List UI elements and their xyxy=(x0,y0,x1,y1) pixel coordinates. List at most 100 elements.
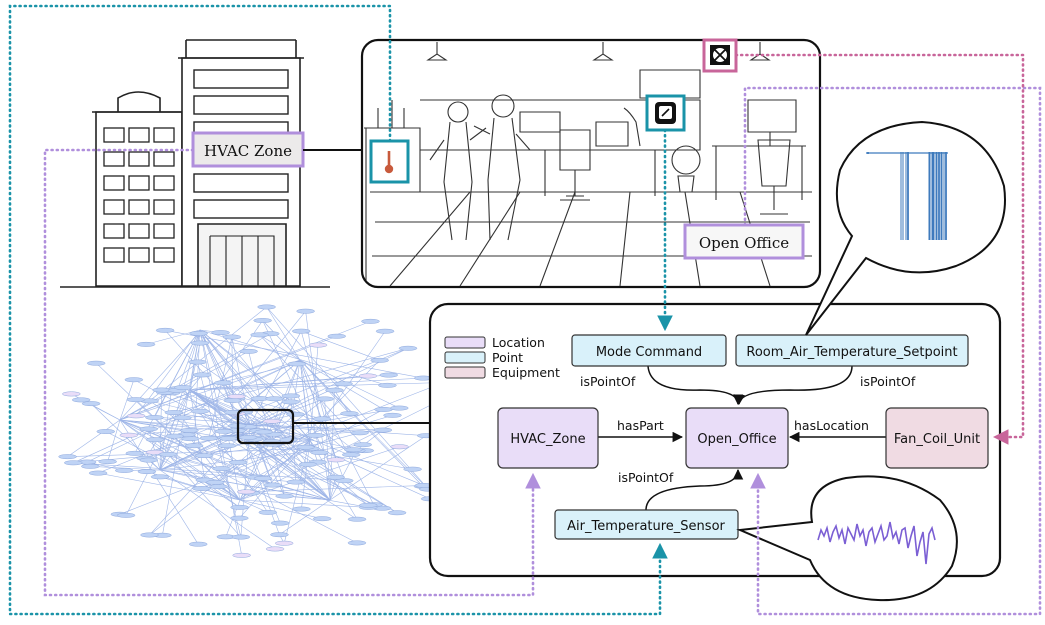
graph-node xyxy=(335,382,353,386)
thermostat-icon xyxy=(647,96,684,130)
graph-node xyxy=(190,331,208,335)
graph-node xyxy=(213,466,231,470)
graph-node xyxy=(258,305,276,309)
graph-node xyxy=(282,394,300,398)
graph-node xyxy=(254,476,272,480)
building-window xyxy=(154,128,174,142)
graph-node xyxy=(127,414,145,418)
graph-node xyxy=(309,343,327,347)
graph-node xyxy=(153,388,171,392)
edge-label-sensor-ispointof: isPointOf xyxy=(618,470,674,485)
graph-node xyxy=(126,451,144,455)
graph-node xyxy=(270,532,288,536)
graph-node xyxy=(375,407,393,411)
building-window xyxy=(104,152,124,166)
graph-node xyxy=(223,335,241,339)
edge-label-mode-ispointof: isPointOf xyxy=(580,374,636,389)
graph-node xyxy=(311,450,329,454)
graph-node xyxy=(97,429,115,433)
graph-node xyxy=(193,486,211,490)
graph-node xyxy=(81,464,99,468)
graph-node xyxy=(306,433,324,437)
graph-node xyxy=(344,447,362,451)
graph-node xyxy=(288,362,306,366)
node-mode-command: Mode Command xyxy=(572,335,726,366)
graph-node xyxy=(200,436,218,440)
graph-node xyxy=(237,490,255,494)
building-window xyxy=(154,248,174,262)
graph-node xyxy=(210,484,228,488)
graph-edge xyxy=(274,434,397,512)
graph-node xyxy=(348,517,366,521)
graph-node xyxy=(191,409,209,413)
node-setpoint: Room_Air_Temperature_Setpoint xyxy=(736,335,968,366)
node-mode-command-label: Mode Command xyxy=(596,345,702,360)
graph-node xyxy=(359,374,377,378)
graph-node xyxy=(348,541,366,545)
thermometer-icon xyxy=(371,141,408,182)
graph-node xyxy=(297,309,315,313)
building-window xyxy=(194,70,288,88)
building-window xyxy=(154,176,174,190)
building-window xyxy=(129,224,149,238)
graph-node xyxy=(390,406,408,410)
graph-node xyxy=(64,461,82,465)
graph-node xyxy=(378,383,396,387)
graph-edge xyxy=(200,330,233,400)
graph-node xyxy=(296,445,314,449)
graph-node xyxy=(151,475,169,479)
graph-node xyxy=(72,398,90,402)
graph-node xyxy=(89,471,107,475)
node-fan-coil-unit-label: Fan_Coil_Unit xyxy=(894,432,980,447)
graph-node xyxy=(316,397,334,401)
node-air-temperature-sensor-label: Air_Temperature_Sensor xyxy=(567,519,725,534)
graph-node xyxy=(141,533,159,537)
graph-node xyxy=(299,462,317,466)
graph-edge xyxy=(168,454,241,537)
building-window xyxy=(194,96,288,114)
building-window xyxy=(104,200,124,214)
building-window xyxy=(194,200,288,218)
hvac-zone-callout-label: HVAC Zone xyxy=(204,142,292,160)
graph-node xyxy=(340,411,358,415)
graph-node xyxy=(189,542,207,546)
node-air-temperature-sensor: Air_Temperature_Sensor xyxy=(555,510,738,539)
graph-node xyxy=(240,349,258,353)
graph-node xyxy=(286,412,304,416)
graph-node xyxy=(282,400,300,404)
graph-node xyxy=(266,547,284,551)
graph-node xyxy=(271,521,289,525)
graph-node xyxy=(218,444,236,448)
legend-label-equipment: Equipment xyxy=(492,365,560,380)
graph-node xyxy=(212,330,230,334)
graph-node xyxy=(229,460,247,464)
graph-node xyxy=(185,443,203,447)
graph-node xyxy=(230,516,248,520)
graph-node xyxy=(342,453,360,457)
graph-node xyxy=(166,434,184,438)
open-office-callout-label: Open Office xyxy=(699,234,789,252)
node-open-office-label: Open_Office xyxy=(697,432,776,447)
legend-swatch-location xyxy=(445,337,485,348)
graph-node xyxy=(255,430,273,434)
graph-node xyxy=(327,458,345,462)
graph-node xyxy=(359,503,377,507)
building-window xyxy=(104,176,124,190)
graph-node xyxy=(224,398,242,402)
graph-node xyxy=(376,329,394,333)
graph-node xyxy=(165,410,183,414)
graph-node xyxy=(120,433,138,437)
graph-edge xyxy=(160,330,200,470)
graph-node xyxy=(264,483,282,487)
graph-node xyxy=(193,373,211,377)
edge-label-haslocation: hasLocation xyxy=(794,418,869,433)
node-setpoint-label: Room_Air_Temperature_Setpoint xyxy=(746,345,957,360)
graph-node xyxy=(276,494,294,498)
graph-node xyxy=(138,469,156,473)
graph-node xyxy=(206,480,224,484)
graph-node xyxy=(59,454,77,458)
graph-node xyxy=(140,458,158,462)
building-window xyxy=(104,224,124,238)
building-window xyxy=(154,152,174,166)
graph-node xyxy=(259,510,277,514)
